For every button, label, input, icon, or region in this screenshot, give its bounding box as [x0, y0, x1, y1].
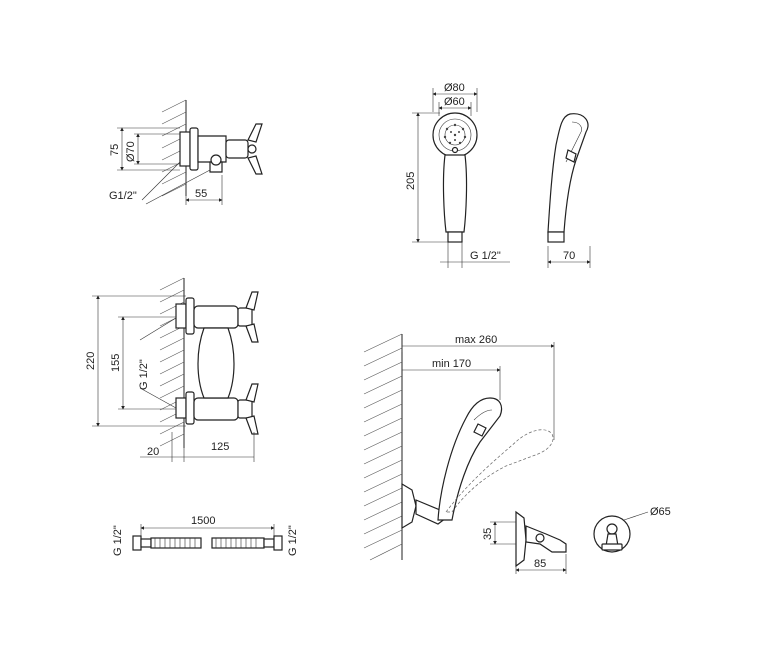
holder-bracket-view: 35 85: [482, 510, 567, 574]
hose-length-label: 1500: [191, 515, 215, 527]
hose-view: 1500 G 1/2" G 1/2": [112, 515, 299, 556]
hose-thread-left-label: G 1/2": [112, 525, 124, 556]
front-spacing-label: 155: [110, 354, 122, 372]
front-thread-label: G 1/2": [138, 359, 150, 390]
holder-max-reach-label: max 260: [455, 334, 497, 346]
front-wall-offset-label: 20: [147, 446, 159, 458]
handshower-length-label: 205: [405, 172, 417, 190]
mixer-height-label: 75: [109, 144, 121, 156]
holder-diameter-label: Ø65: [650, 506, 671, 518]
handshower-thread-label: G 1/2": [470, 250, 501, 262]
holder-height-label: 35: [482, 528, 494, 540]
handshower-front-view: Ø80 Ø60 205 G 1/2": [405, 82, 510, 268]
handshower-width-label: 70: [563, 250, 575, 262]
mixer-thread-label: G1/2": [109, 190, 137, 202]
mixer-front-view: 220 155 G 1/2" 20 125: [85, 277, 259, 462]
handshower-outer-diameter-label: Ø80: [444, 82, 465, 94]
front-total-height-label: 220: [85, 352, 97, 370]
handshower-inner-diameter-label: Ø60: [444, 96, 465, 108]
holder-min-reach-label: min 170: [432, 358, 471, 370]
mixer-side-view: 75 Ø70 55 G1/2": [109, 99, 263, 205]
handshower-side-view: 70: [547, 113, 591, 268]
holder-depth-label: 85: [534, 558, 546, 570]
mixer-diameter-label: Ø70: [125, 141, 137, 162]
hose-thread-right-label: G 1/2": [287, 525, 299, 556]
mixer-depth-label: 55: [195, 188, 207, 200]
holder-round-view: Ø65: [593, 506, 671, 553]
holder-assembly-view: max 260 min 170: [363, 333, 555, 561]
wall-hatch-3: [363, 333, 403, 561]
front-projection-label: 125: [211, 441, 229, 453]
